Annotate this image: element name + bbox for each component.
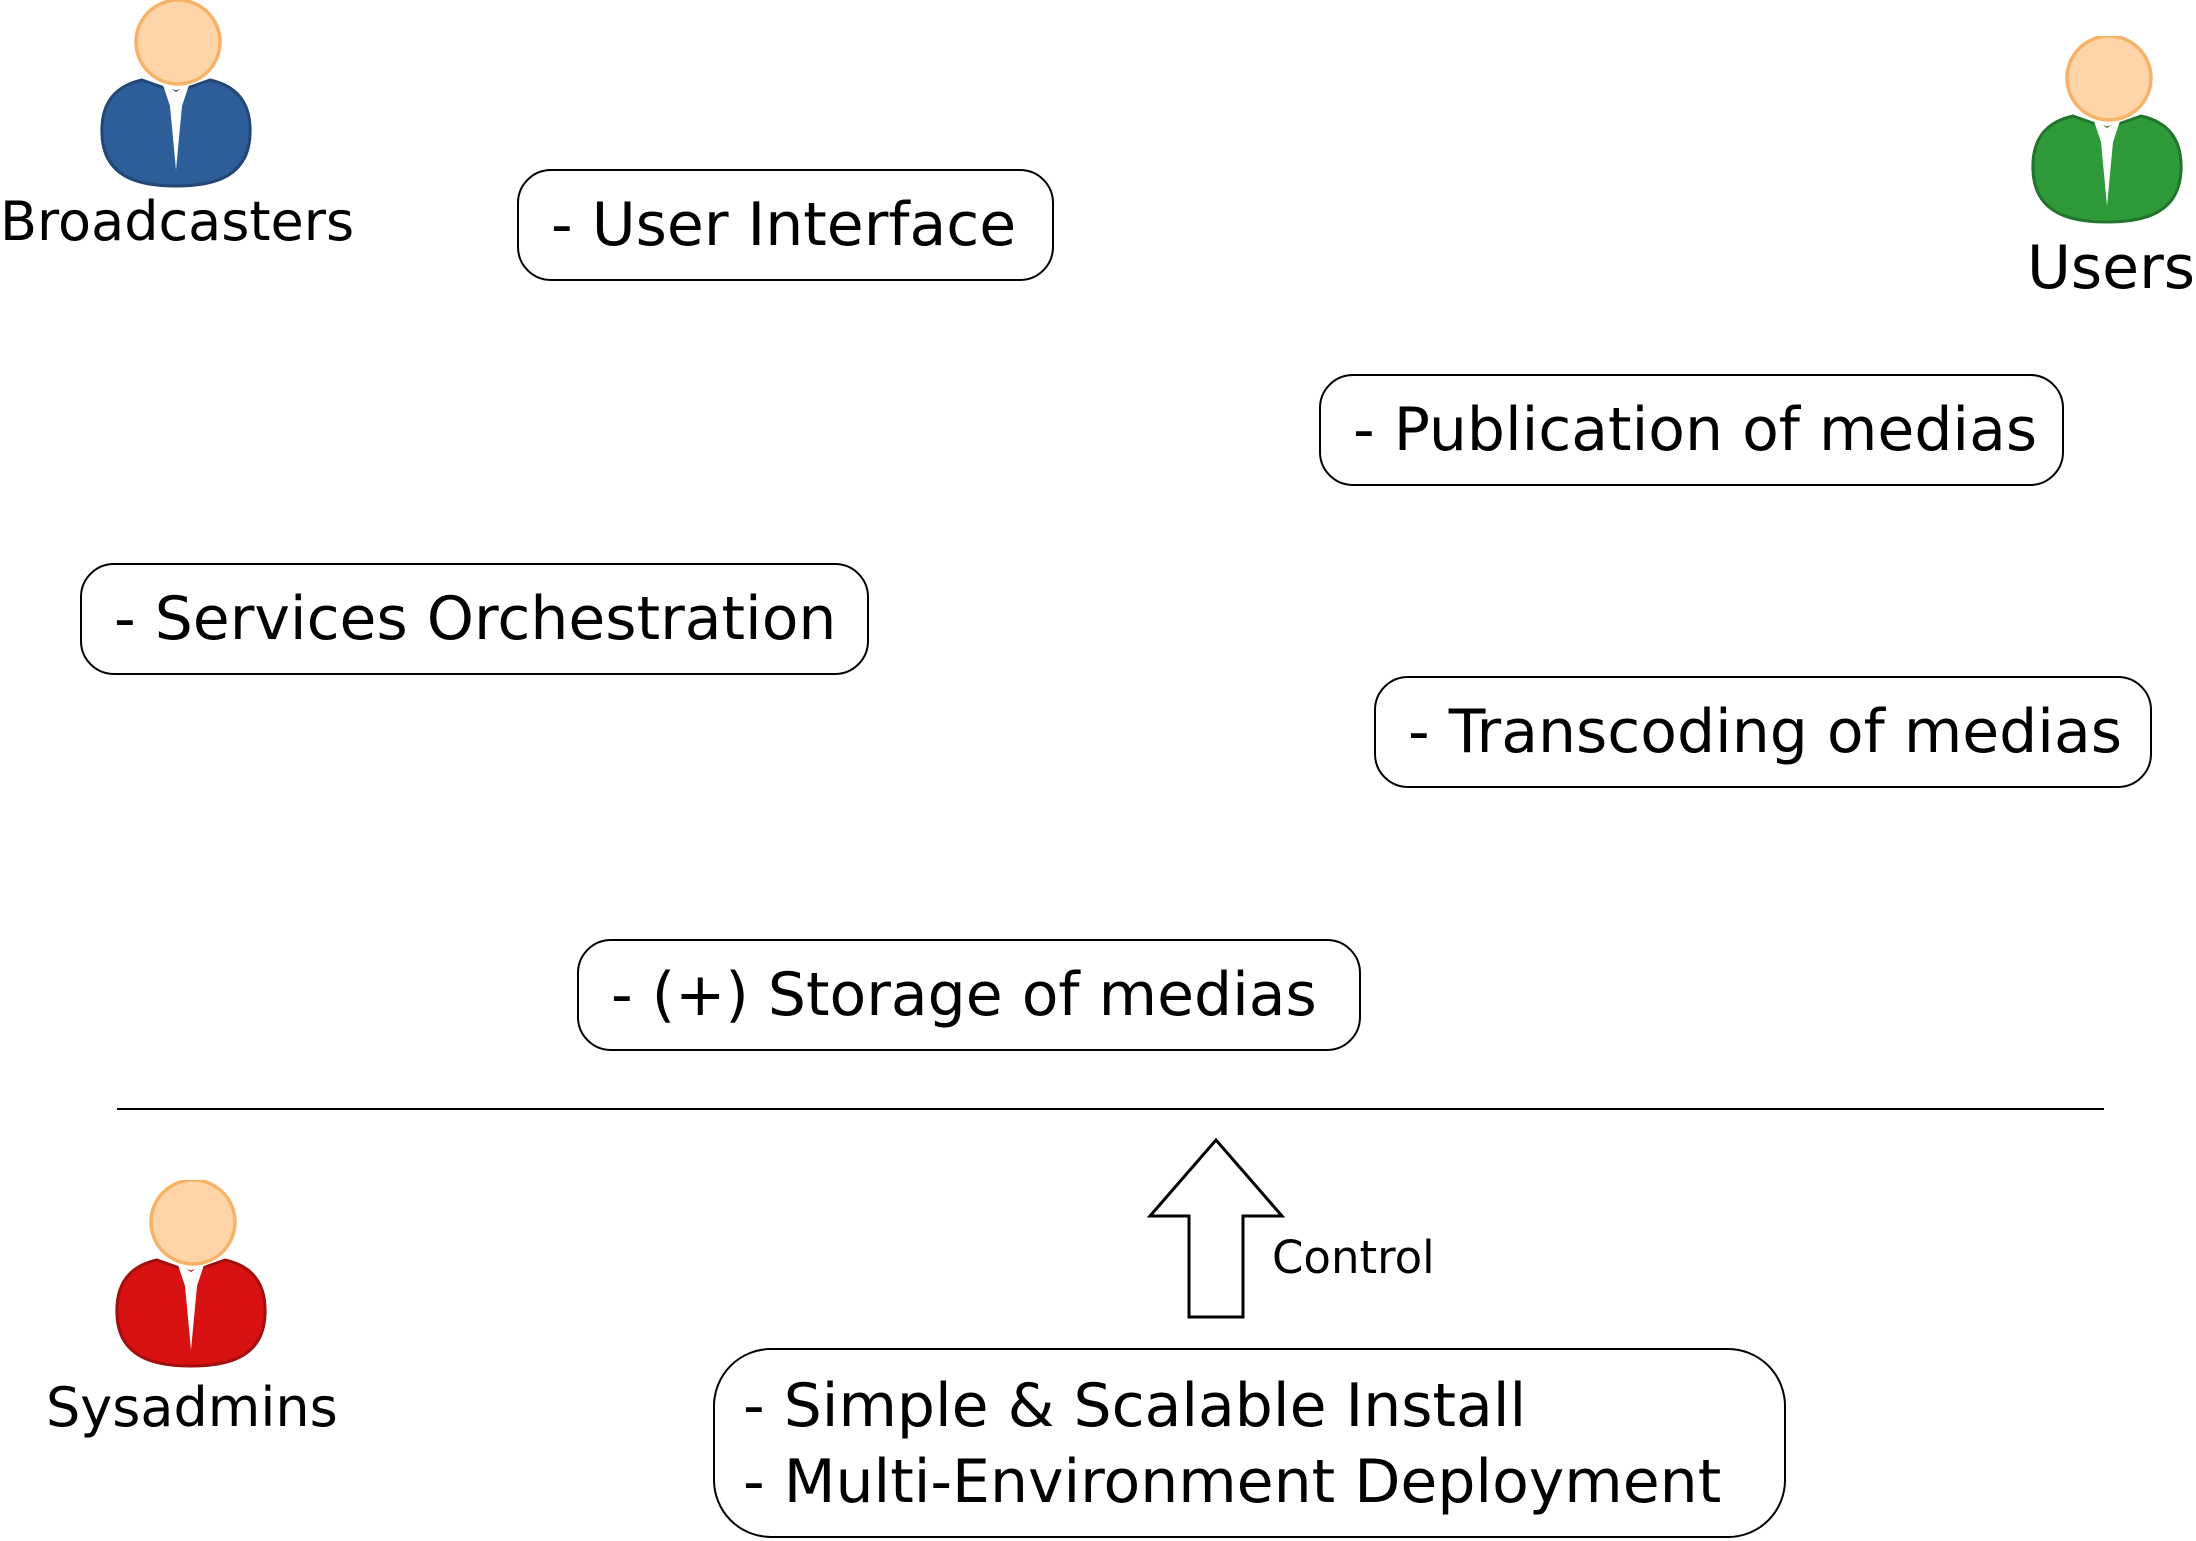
publication-box: - Publication of medias xyxy=(1319,374,2064,486)
person-shirt xyxy=(162,82,190,170)
person-head xyxy=(149,1180,237,1266)
person-icon xyxy=(100,0,252,188)
person-icon xyxy=(115,1180,267,1368)
install-box: - Simple & Scalable Install - Multi-Envi… xyxy=(713,1348,1786,1538)
person-head xyxy=(134,0,222,86)
transcoding-box: - Transcoding of medias xyxy=(1374,676,2152,788)
control-label: Control xyxy=(1272,1231,1435,1284)
layer-divider xyxy=(117,1108,2104,1110)
sysadmins-avatar xyxy=(113,1180,269,1370)
person-shirt xyxy=(177,1262,205,1350)
broadcasters-avatar xyxy=(98,0,254,190)
install-line-2: - Multi-Environment Deployment xyxy=(743,1447,1722,1517)
person-shirt xyxy=(2093,118,2121,206)
sysadmins-label: Sysadmins xyxy=(46,1376,338,1439)
user-interface-box: - User Interface xyxy=(517,169,1054,281)
person-icon xyxy=(2031,36,2183,224)
up-arrow-icon xyxy=(1146,1137,1286,1319)
control-arrow xyxy=(1146,1137,1286,1324)
users-avatar xyxy=(2029,36,2185,226)
install-line-1: - Simple & Scalable Install xyxy=(743,1371,1527,1441)
users-label: Users xyxy=(2027,233,2196,303)
broadcasters-label: Broadcasters xyxy=(0,190,355,253)
person-head xyxy=(2065,36,2153,122)
storage-box: - (+) Storage of medias xyxy=(577,939,1361,1051)
orchestration-box: - Services Orchestration xyxy=(80,563,869,675)
